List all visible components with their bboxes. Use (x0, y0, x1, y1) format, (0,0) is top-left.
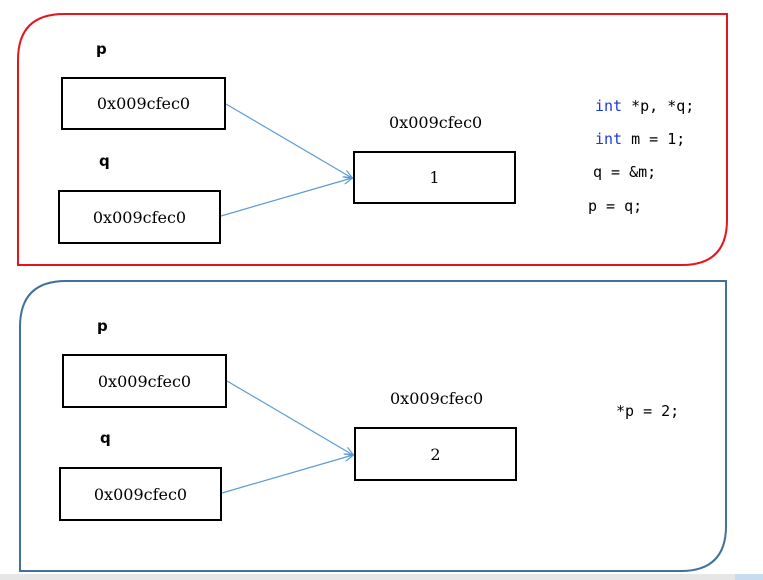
arrow-q-to-target-bottom (221, 455, 353, 494)
code-text: q = &m; (593, 163, 657, 181)
arrow-p-to-target-bottom (226, 380, 353, 455)
code-line-3-top: q = &m; (593, 163, 656, 181)
target-address-top: 0x009cfec0 (389, 113, 483, 132)
p-label-top: p (96, 40, 107, 58)
p-label-bottom: p (97, 317, 108, 335)
p-pointer-box-top: 0x009cfec0 (61, 77, 226, 130)
p-pointer-box-bottom: 0x009cfec0 (62, 354, 227, 408)
top-panel-frame (17, 13, 728, 266)
target-address-bottom: 0x009cfec0 (390, 389, 484, 408)
code-text: *p, *q; (622, 97, 695, 115)
arrow-p-to-target-top (225, 103, 352, 178)
q-label-top: q (99, 152, 110, 170)
arrow-q-to-target-top (220, 178, 352, 217)
bottom-panel-frame (19, 280, 727, 572)
code-keyword: int (595, 97, 623, 115)
target-box-top: 1 (353, 151, 516, 204)
q-pointer-box-bottom: 0x009cfec0 (59, 467, 222, 521)
code-text: *p = 2; (616, 402, 680, 420)
code-text: m = 1; (622, 130, 686, 148)
q-label-bottom: q (100, 429, 111, 447)
target-box-bottom: 2 (354, 427, 517, 481)
code-line-1-bottom: *p = 2; (616, 402, 679, 420)
window-bottom-bar-accent (735, 574, 763, 580)
code-line-4-top: p = q; (588, 197, 642, 215)
code-line-1-top: int *p, *q; (595, 97, 694, 115)
code-keyword: int (595, 130, 623, 148)
code-text: p = q; (588, 197, 643, 215)
window-bottom-bar (0, 574, 763, 580)
code-line-2-top: int m = 1; (595, 130, 685, 148)
q-pointer-box-top: 0x009cfec0 (58, 190, 221, 244)
